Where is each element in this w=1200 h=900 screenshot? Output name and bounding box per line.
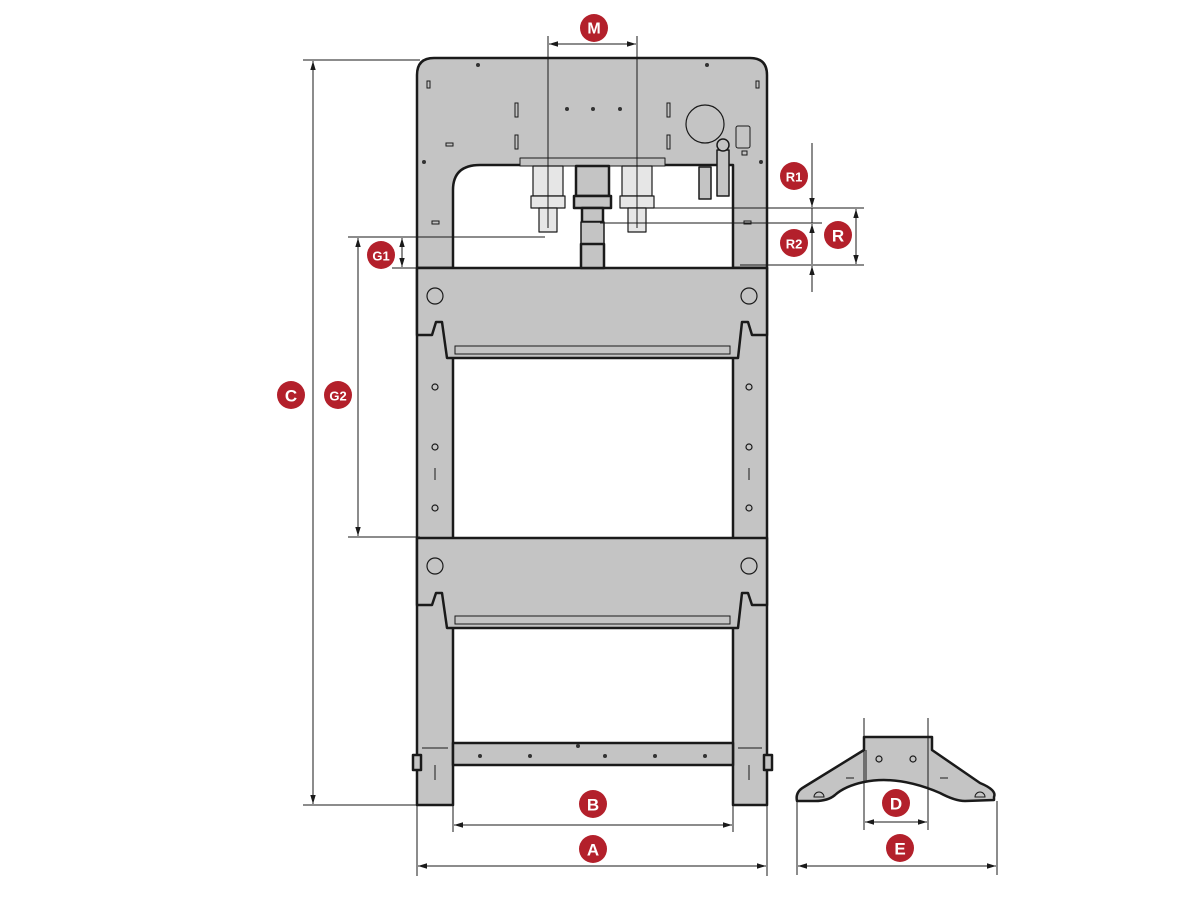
pressure-gauge bbox=[685, 104, 725, 144]
label-R: R bbox=[824, 221, 852, 249]
label-R1: R1 bbox=[780, 162, 808, 190]
svg-text:D: D bbox=[890, 795, 902, 814]
label-B: B bbox=[579, 790, 607, 818]
lower-bolster-beam bbox=[415, 536, 769, 630]
beam-hole bbox=[426, 557, 444, 575]
svg-text:B: B bbox=[587, 796, 599, 815]
beam-rail bbox=[454, 615, 731, 625]
label-C: C bbox=[277, 381, 305, 409]
beam-hole bbox=[426, 287, 444, 305]
beam-rail bbox=[454, 345, 731, 355]
svg-text:R1: R1 bbox=[786, 170, 803, 185]
label-D: D bbox=[882, 789, 910, 817]
svg-text:A: A bbox=[587, 841, 599, 860]
svg-text:G1: G1 bbox=[372, 249, 389, 264]
svg-text:R2: R2 bbox=[786, 237, 803, 252]
label-G1: G1 bbox=[367, 241, 395, 269]
svg-text:E: E bbox=[894, 840, 905, 859]
right-foot-tab bbox=[762, 753, 774, 772]
top-plate-details bbox=[422, 63, 763, 225]
bottom-crossbar bbox=[451, 741, 735, 767]
beam-hole bbox=[740, 557, 758, 575]
left-foot-tab bbox=[411, 753, 423, 772]
press-frame bbox=[411, 56, 774, 807]
switch-box bbox=[735, 125, 751, 149]
label-R2: R2 bbox=[780, 229, 808, 257]
svg-text:C: C bbox=[285, 387, 297, 406]
svg-text:R: R bbox=[832, 227, 844, 246]
dimension-lines bbox=[303, 36, 998, 876]
upper-bolster-beam bbox=[415, 266, 769, 360]
label-A: A bbox=[579, 835, 607, 863]
base-foot-detail bbox=[795, 735, 996, 803]
label-G2: G2 bbox=[324, 381, 352, 409]
label-E: E bbox=[886, 834, 914, 862]
svg-text:G2: G2 bbox=[329, 389, 346, 404]
column-holes bbox=[431, 383, 753, 512]
svg-text:M: M bbox=[587, 21, 600, 38]
label-M: M bbox=[580, 14, 608, 42]
beam-hole bbox=[740, 287, 758, 305]
